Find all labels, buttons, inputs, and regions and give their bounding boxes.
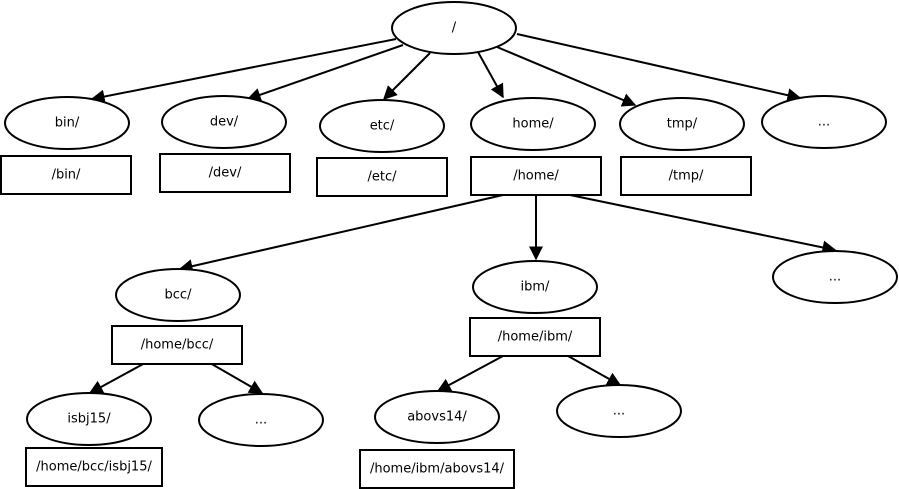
- edge-home-bcc: [178, 194, 504, 274]
- node-bin-path-label: /bin/: [52, 168, 81, 183]
- node-tmp-path-box: [620, 156, 752, 196]
- node-bcc-label: bcc/: [165, 288, 193, 303]
- node-bcc-path-label: /home/bcc/: [141, 338, 214, 353]
- node-ibm-more-label: ...: [613, 404, 625, 419]
- home-edges: [178, 194, 837, 274]
- node-isbj15-ellipse: [26, 392, 152, 446]
- node-ibm-more: ...: [556, 384, 682, 438]
- node-etc-path-label: /etc/: [367, 170, 397, 185]
- edge-ibm-more: [567, 355, 622, 386]
- edge-ibm-abovs14: [436, 355, 504, 392]
- node-root-more-label: ...: [818, 115, 830, 130]
- node-ibm-label: ibm/: [521, 280, 551, 295]
- node-etc: etc/ /etc/: [316, 99, 448, 197]
- edge-root-more: [516, 33, 802, 103]
- node-bin-label: bin/: [55, 116, 80, 131]
- node-home-path-label: /home/: [513, 169, 559, 184]
- node-home-ellipse: [470, 97, 596, 151]
- node-home: home/ /home/: [470, 97, 602, 196]
- node-ibm: ibm/ /home/ibm/: [469, 260, 601, 357]
- node-abovs14-path-label: /home/ibm/abovs14/: [370, 462, 505, 477]
- node-root-more: ...: [761, 95, 887, 149]
- node-dev-path-label: /dev/: [209, 166, 242, 181]
- node-isbj15-path-box: [25, 447, 163, 487]
- node-isbj15-label: isbj15/: [67, 412, 111, 427]
- node-root-more-ellipse: [761, 95, 887, 149]
- edge-root-etc: [383, 52, 431, 100]
- node-bcc-more: ...: [198, 393, 324, 447]
- node-ibm-ellipse: [472, 260, 598, 314]
- node-root-label: /: [452, 21, 457, 36]
- node-isbj15: isbj15/ /home/bcc/isbj15/: [25, 392, 163, 487]
- node-abovs14: abovs14/ /home/ibm/abovs14/: [359, 390, 515, 489]
- root-edges: [90, 33, 802, 107]
- bcc-edges: [88, 362, 264, 394]
- node-bcc: bcc/ /home/bcc/: [111, 268, 243, 365]
- node-etc-path-box: [316, 157, 448, 197]
- edge-root-tmp: [496, 46, 637, 107]
- node-tmp-label: tmp/: [667, 117, 698, 132]
- node-abovs14-label: abovs14/: [407, 410, 467, 425]
- node-home-more: ...: [772, 250, 898, 304]
- edge-root-home: [477, 51, 504, 99]
- node-ibm-path-box: [469, 317, 601, 357]
- node-abovs14-ellipse: [374, 390, 500, 444]
- node-tmp-path-label: /tmp/: [669, 169, 704, 184]
- edge-bcc-more: [209, 362, 264, 394]
- node-abovs14-path-box: [359, 449, 515, 489]
- node-root-ellipse: [391, 1, 517, 55]
- node-home-path-box: [470, 156, 602, 196]
- node-ibm-path-label: /home/ibm/: [498, 330, 573, 345]
- node-bcc-ellipse: [115, 268, 241, 322]
- node-ibm-more-ellipse: [556, 384, 682, 438]
- node-tmp-ellipse: [619, 97, 745, 151]
- edge-root-bin: [90, 38, 397, 104]
- node-home-more-ellipse: [772, 250, 898, 304]
- node-home-label: home/: [512, 117, 554, 132]
- node-bin-ellipse: [4, 96, 130, 150]
- node-bin-path-box: [0, 155, 132, 195]
- node-dev: dev/ /dev/: [159, 95, 291, 193]
- node-bcc-more-label: ...: [255, 413, 267, 428]
- node-dev-path-box: [159, 153, 291, 193]
- node-etc-label: etc/: [370, 119, 395, 134]
- node-dev-ellipse: [161, 95, 287, 149]
- edge-root-dev: [246, 44, 404, 102]
- node-etc-ellipse: [319, 99, 445, 153]
- node-bcc-more-ellipse: [198, 393, 324, 447]
- ibm-edges: [436, 355, 622, 392]
- node-home-more-label: ...: [829, 270, 841, 285]
- node-dev-label: dev/: [210, 115, 239, 130]
- node-tmp: tmp/ /tmp/: [619, 97, 752, 196]
- node-root: /: [391, 1, 517, 55]
- node-bcc-path-box: [111, 325, 243, 365]
- edge-bcc-isbj15: [88, 362, 146, 394]
- edge-home-more: [569, 194, 837, 255]
- node-isbj15-path-label: /home/bcc/isbj15/: [36, 460, 152, 475]
- node-bin: bin/ /bin/: [0, 96, 132, 195]
